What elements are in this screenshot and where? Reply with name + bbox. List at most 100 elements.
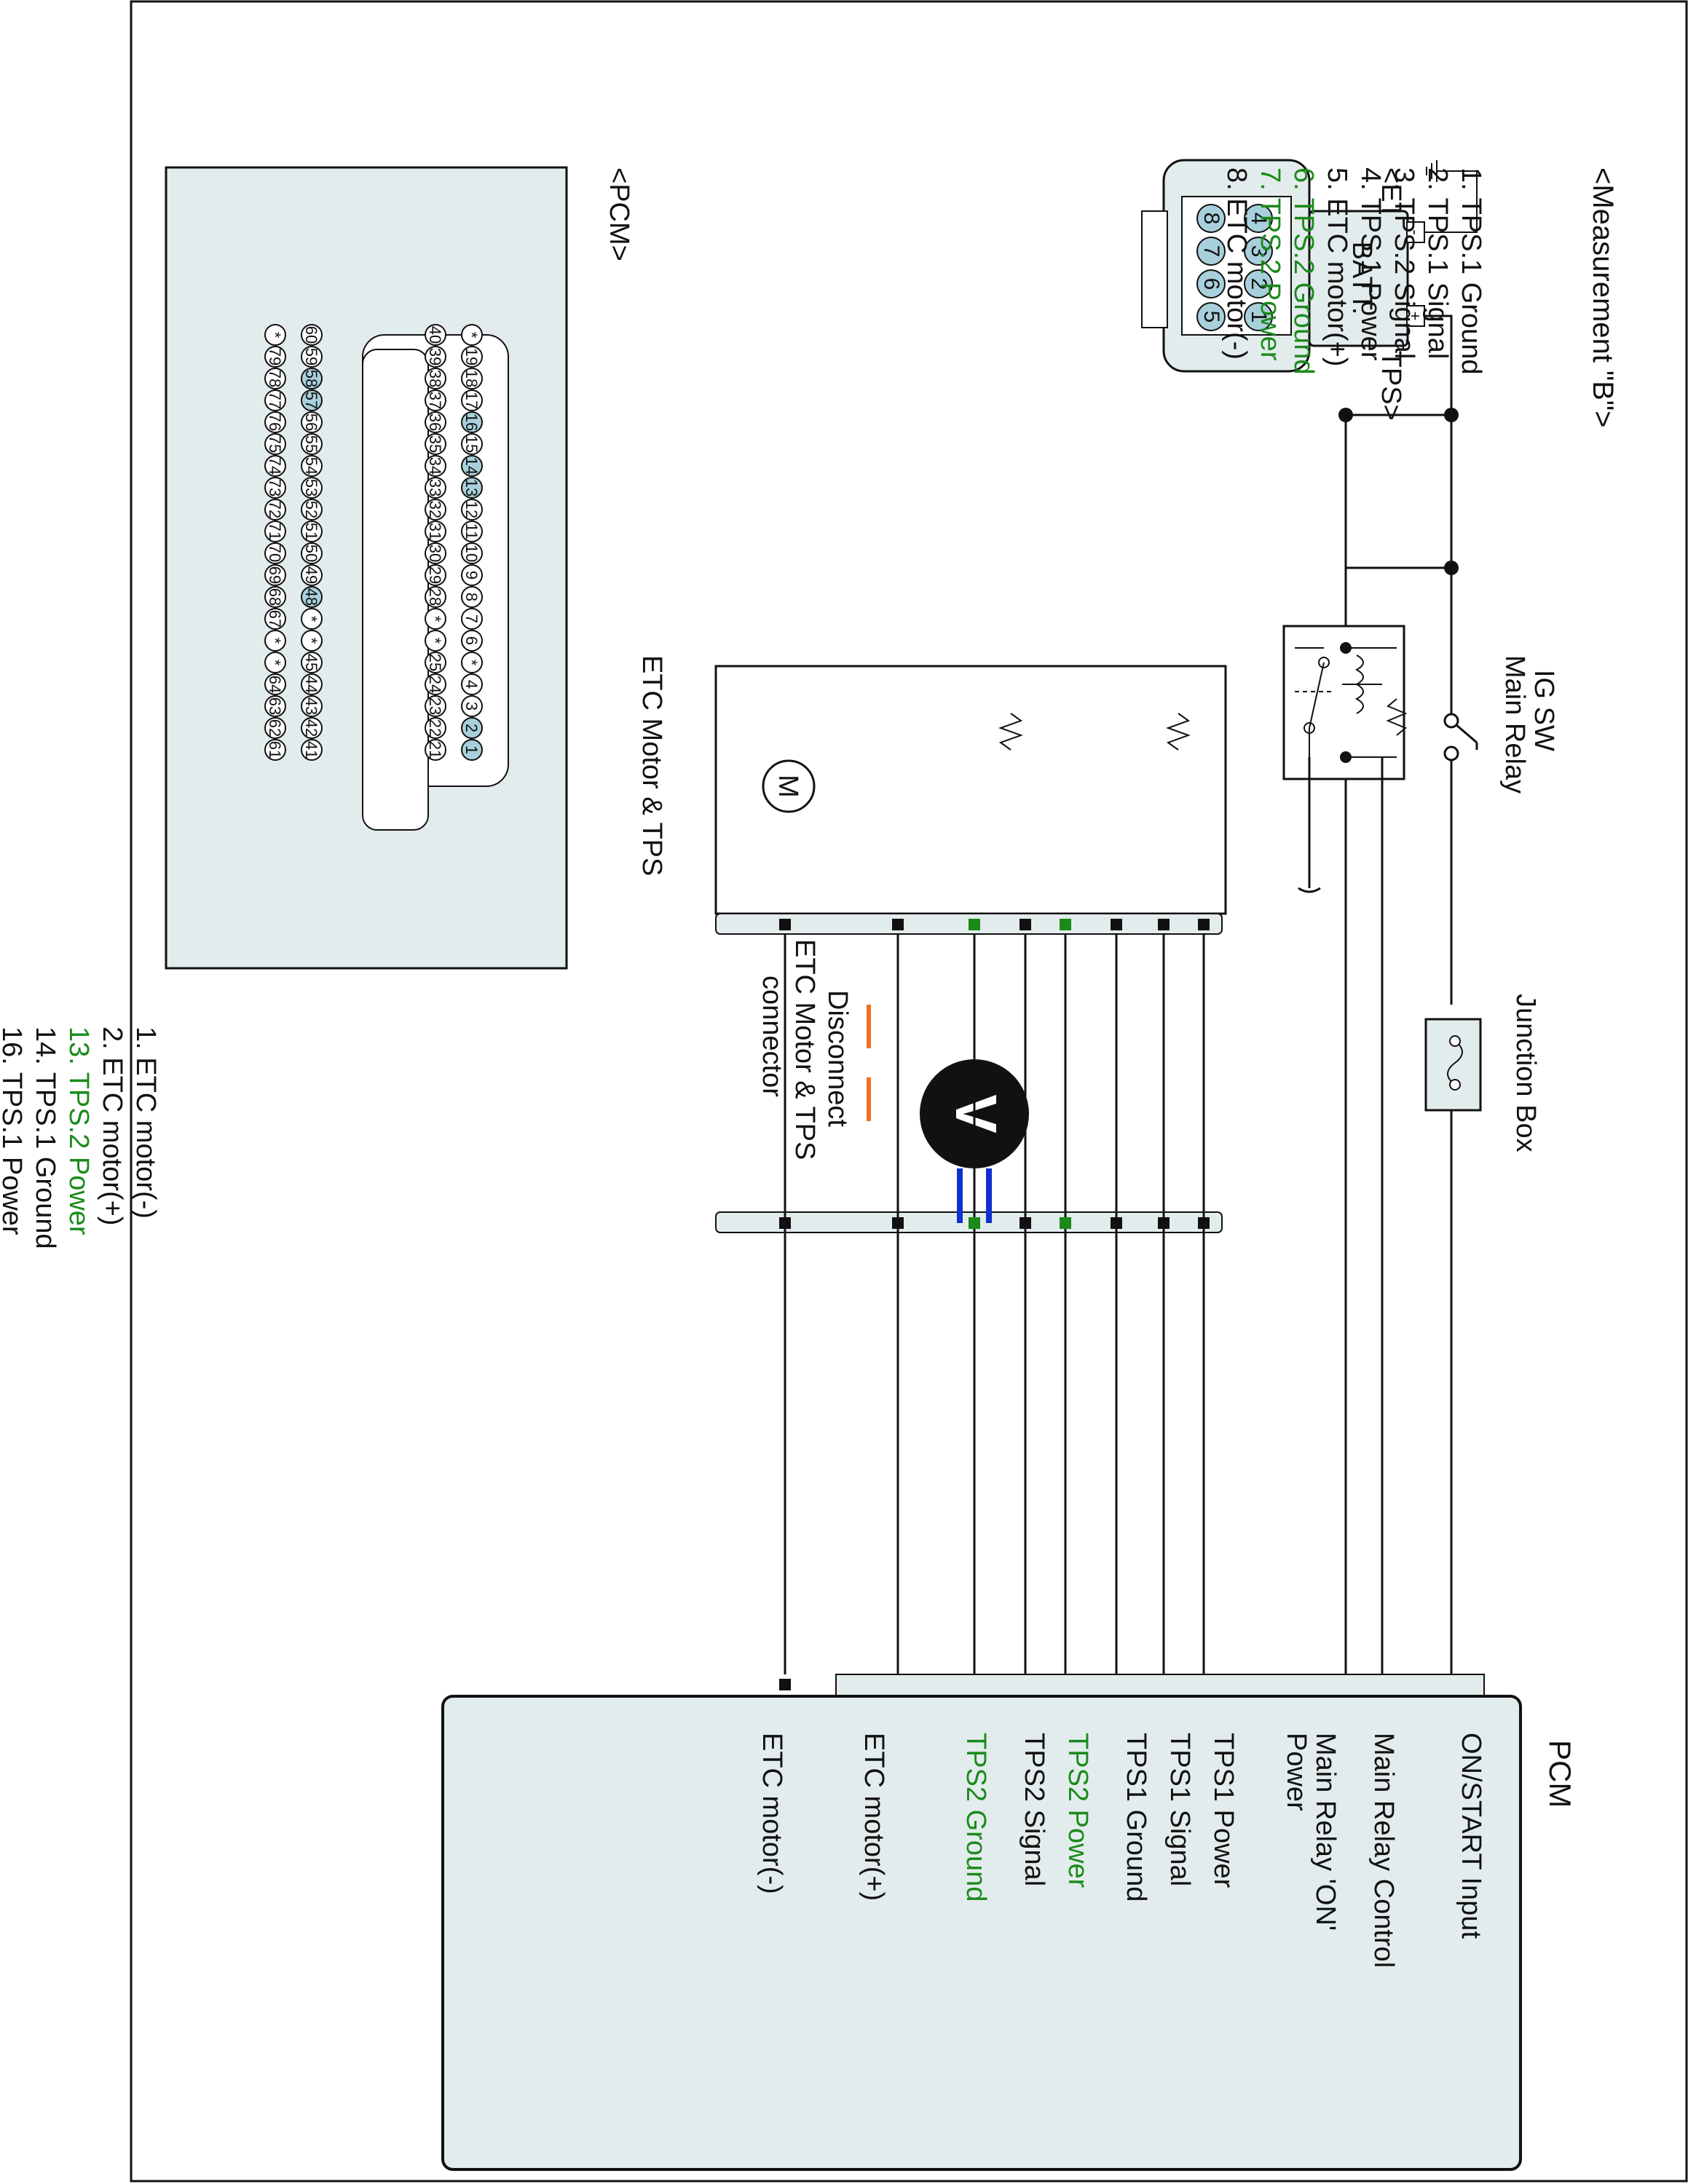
pcm-cavity [264, 586, 286, 608]
pcm-cavity [425, 433, 446, 455]
pcm-cavity-number: 15 [462, 435, 481, 453]
measurement-title: <Measurement "B"> [1587, 167, 1619, 427]
pcm-cavity-number: 33 [426, 479, 444, 496]
pcm-cavity [301, 608, 323, 630]
pcm-cavity [461, 695, 483, 717]
pcm-cavity-number: 21 [426, 741, 444, 759]
pcm-cavity [264, 739, 286, 761]
pcm-cavity-number: 12 [462, 501, 481, 518]
pcm-cavity-number: 54 [302, 457, 320, 475]
pcm-cavity-number: 2 [462, 724, 481, 732]
pcm-cavity [301, 630, 323, 652]
pcm-cavity [264, 433, 286, 455]
pcm-cavity-number: 68 [266, 588, 284, 606]
etc-cavity [1196, 237, 1226, 266]
pcm-cavity [264, 608, 286, 630]
pcm-cavity [301, 542, 323, 564]
pcm-cavity-number: 55 [302, 435, 320, 453]
junction-box: Junction Box [1424, 994, 1541, 1152]
pcm-cavity-number: 53 [302, 479, 320, 496]
etc-terminal-pin [1019, 919, 1031, 930]
etc-pin-item: 7. TPS.2 Power [1255, 167, 1285, 361]
etc-cavity-number: 1 [1247, 311, 1271, 323]
battery: BATT. - + [1308, 160, 1478, 347]
etc-cavity [1244, 269, 1273, 298]
pcm-cavity-grid: *191817161514131211109876*43214039383736… [264, 324, 483, 761]
pcm-cavity [425, 586, 446, 608]
main-relay-box [1282, 625, 1405, 780]
pcm-cavity [301, 346, 323, 368]
pcm-cavity-number: 59 [302, 348, 320, 365]
pcm-cavity-number: 74 [266, 457, 284, 475]
battery-label: BATT. [1346, 242, 1377, 315]
pcm-cavity [264, 652, 286, 673]
pcm-cavity-number: 79 [266, 348, 284, 365]
pcm-cavity-number: 16 [462, 414, 481, 431]
pcm-pin-list: 1. ETC motor(-)2. ETC motor(+)13. TPS.2 … [0, 1026, 161, 1249]
pcm-cavity-number: 40 [426, 326, 444, 344]
pcm-cavity [264, 368, 286, 389]
battery-minus-sign: - [1406, 229, 1424, 234]
battery-plus-sign: + [1406, 312, 1424, 321]
pcm-cavity [425, 564, 446, 586]
pcm-cavity [425, 368, 446, 389]
pcm-cavity [264, 695, 286, 717]
pcm-cavity-number: * [462, 660, 481, 666]
pcm-cavity-number: 73 [266, 479, 284, 496]
pcm-cavity-number: 41 [302, 741, 320, 759]
pcm-cavity-number: 13 [462, 479, 481, 496]
pcm-cavity [264, 673, 286, 695]
pcm-cavity [425, 324, 446, 346]
etc-cavity-number: 8 [1199, 213, 1223, 225]
pcm-cavity-number: * [266, 638, 284, 644]
ig-switch-label: IG SW [1529, 670, 1559, 751]
harness-terminal-pin [1158, 1217, 1170, 1229]
pcm-cavity-number: 69 [266, 566, 284, 584]
main-relay: Main Relay [1282, 625, 1530, 794]
etc-terminal-pin [969, 919, 980, 930]
pcm-cavity [461, 411, 483, 433]
pcm-cavity-number: 30 [426, 545, 444, 562]
pcm-cavity-number: 72 [266, 501, 284, 518]
pcm-cavity [461, 455, 483, 477]
pcm-cavity [425, 608, 446, 630]
etc-pin-item: 8. ETC motor(-) [1221, 167, 1252, 360]
pcm-pin-item: 16. TPS.1 Power [0, 1026, 27, 1235]
pcm-cavity-number: 4 [462, 680, 481, 689]
pcm-cavity [264, 630, 286, 652]
pcm-cavity [301, 368, 323, 389]
etc-terminal-pin [892, 919, 904, 930]
pcm-terminal-label: TPS1 Power [1208, 1733, 1239, 1888]
etc-cavity-number: 6 [1199, 278, 1223, 290]
etc-cavity [1196, 204, 1226, 233]
pcm-cavity-number: 75 [266, 435, 284, 453]
pcm-pin-item: 2. ETC motor(+) [97, 1026, 127, 1225]
pcm-cavity [264, 324, 286, 346]
pcm-cavity-number: 70 [266, 545, 284, 562]
splice-dot-2 [1444, 561, 1459, 575]
harness-terminal-pin [1198, 1217, 1210, 1229]
pcm-cavity [461, 542, 483, 564]
pcm-cavity-number: 7 [462, 614, 481, 623]
etc-cavity [1244, 302, 1273, 331]
pcm-cavity-number: 78 [266, 370, 284, 387]
etc-terminal-pin [1198, 919, 1210, 930]
pcm-cavity-number: 18 [462, 370, 481, 387]
pcm-cavity-number: 50 [302, 545, 320, 562]
pcm-cavity-number: 6 [462, 636, 481, 645]
disconnect-note-line-1: Disconnect [822, 990, 853, 1127]
etc-terminal-pin [779, 919, 791, 930]
etc-pin-item: 4. TPS.1 Power [1355, 167, 1386, 361]
etc-cavity-number: 4 [1247, 213, 1271, 225]
pcm-cavity-number: 51 [302, 523, 320, 540]
etc-terminal-pin [1158, 919, 1170, 930]
pcm-terminal-label: Power [1281, 1733, 1312, 1811]
relay-coil-icon [1354, 654, 1364, 714]
etc-terminal-pin [1060, 919, 1071, 930]
pcm-terminal-label: TPS2 Signal [1019, 1733, 1049, 1886]
pcm-cavity [301, 477, 323, 499]
pcm-cavity [461, 389, 483, 411]
pcm-cavity-number: 64 [266, 676, 284, 693]
